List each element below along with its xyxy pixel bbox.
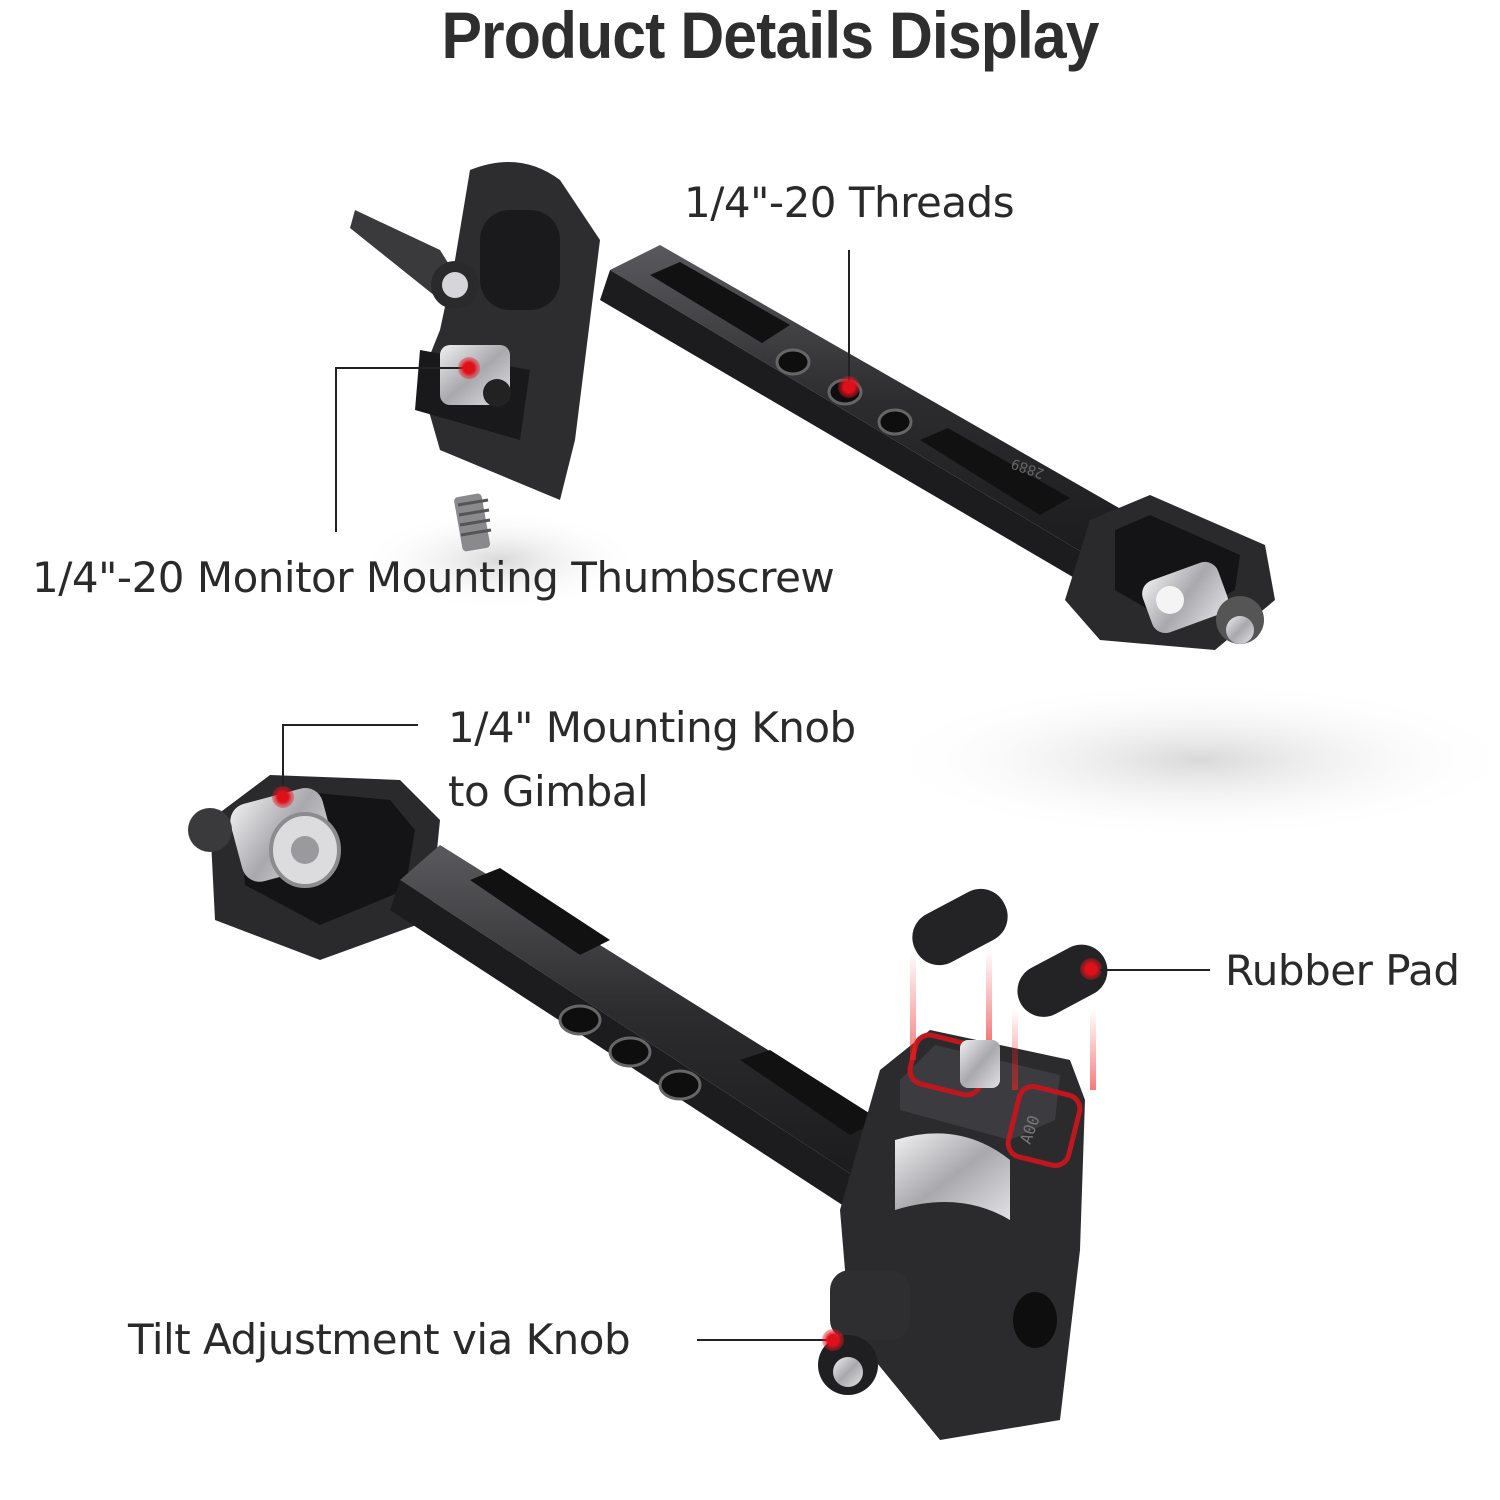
callout-tilt-marker: [822, 1329, 844, 1351]
top-arm: 2889: [350, 162, 1275, 650]
callout-tilt-label: Tilt Adjustment via Knob: [128, 1315, 631, 1364]
callout-threads-marker: [838, 376, 860, 398]
callout-thumbscrew-leader-line-h: [335, 367, 465, 369]
callout-knob-marker: [272, 786, 294, 808]
callout-rubber-pad-leader-line: [1100, 969, 1210, 971]
callout-knob-leader-line-h: [282, 724, 418, 726]
callout-threads-leader-line: [848, 250, 850, 382]
callout-knob-label-line2: to Gimbal: [448, 767, 649, 816]
callout-thumbscrew-leader-line-v: [335, 367, 337, 532]
callout-knob-leader-line-v: [282, 724, 284, 792]
callout-thumbscrew-label: 1/4"-20 Monitor Mounting Thumbscrew: [32, 553, 835, 602]
page-title: Product Details Display: [441, 0, 1099, 72]
callout-threads-label: 1/4"-20 Threads: [684, 178, 1015, 227]
callout-knob-label-line1: 1/4" Mounting Knob: [448, 703, 856, 752]
callout-tilt-leader-line: [697, 1339, 827, 1341]
callout-rubber-pad-label: Rubber Pad: [1225, 946, 1460, 995]
callout-thumbscrew-marker: [458, 357, 480, 379]
callout-rubber-pad-marker: [1080, 958, 1102, 980]
bottom-arm: A00: [188, 775, 1108, 1440]
